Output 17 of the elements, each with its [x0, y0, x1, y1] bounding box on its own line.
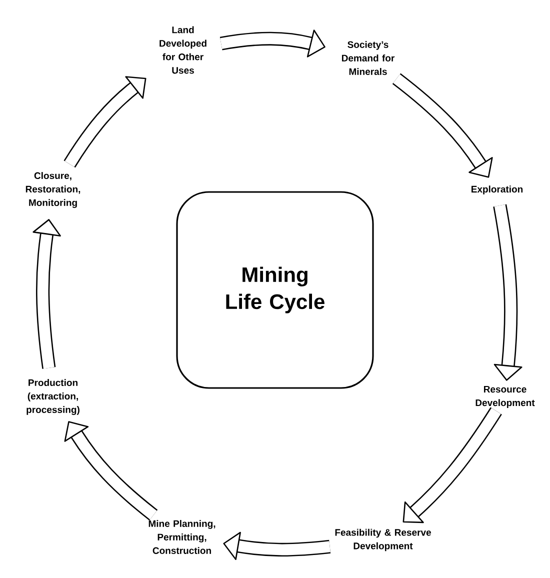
block-arrow	[392, 73, 493, 178]
stage-label: Feasibility & Reserve Development	[335, 528, 431, 552]
stage-label: Closure, Restoration, Monitoring	[26, 172, 80, 208]
block-arrow	[64, 76, 146, 168]
block-arrow	[220, 30, 326, 58]
stage-label: Exploration	[472, 186, 523, 194]
block-arrow	[64, 421, 158, 520]
block-arrow	[402, 407, 502, 524]
stage-label: Land Developed for Other Uses	[160, 26, 206, 74]
title-box: Mining Life Cycle	[176, 191, 374, 389]
block-arrow	[223, 532, 331, 560]
stage-label: Resource Development	[476, 386, 535, 408]
stage-label: Society’s Demand for Minerals	[342, 41, 395, 75]
block-arrow	[32, 219, 61, 369]
stage-label: Mine Planning, Permitting, Construction	[148, 520, 216, 554]
block-arrow	[493, 204, 522, 381]
stage-label: Production (extraction, processing)	[26, 379, 80, 415]
